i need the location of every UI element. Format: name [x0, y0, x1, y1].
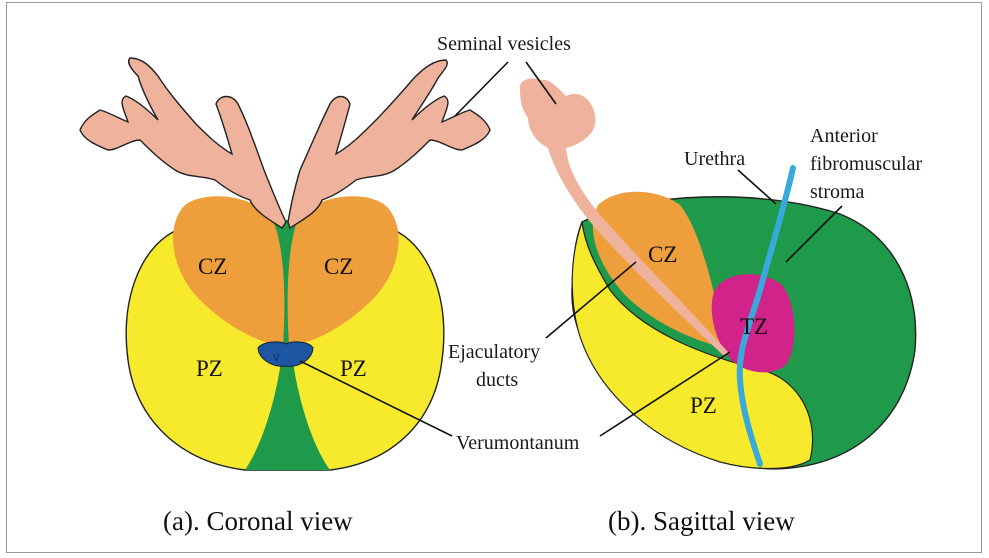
ejaculatory-label-line2: ducts	[476, 369, 518, 391]
seminal-vesicles-leader-left	[455, 62, 508, 116]
coronal-pz-right-label: PZ	[340, 356, 367, 381]
sagittal-cz-label: CZ	[648, 242, 677, 267]
coronal-view: CZ CZ PZ PZ V	[80, 58, 490, 470]
anterior-label-line3: stroma	[810, 181, 865, 203]
seminal-vesicles-label: Seminal vesicles	[437, 33, 571, 55]
verumontanum-label: Verumontanum	[456, 432, 580, 454]
sagittal-pz-label: PZ	[690, 393, 717, 418]
coronal-seminal-vesicle-right	[288, 60, 490, 228]
coronal-verumontanum-mark: V	[273, 353, 280, 364]
coronal-pz-left-label: PZ	[196, 356, 223, 381]
sagittal-tz-label: TZ	[740, 314, 768, 339]
caption-coronal: (a). Coronal view	[163, 506, 353, 536]
anterior-label-line2: fibromuscular	[810, 153, 923, 175]
coronal-seminal-vesicle-left	[80, 58, 286, 228]
coronal-cz-right-label: CZ	[324, 254, 353, 279]
coronal-cz-left-label: CZ	[198, 254, 227, 279]
ejaculatory-label-line1: Ejaculatory	[448, 341, 540, 363]
anterior-label-line1: Anterior	[810, 125, 878, 147]
urethra-label: Urethra	[684, 148, 745, 170]
caption-sagittal: (b). Sagittal view	[608, 506, 795, 536]
